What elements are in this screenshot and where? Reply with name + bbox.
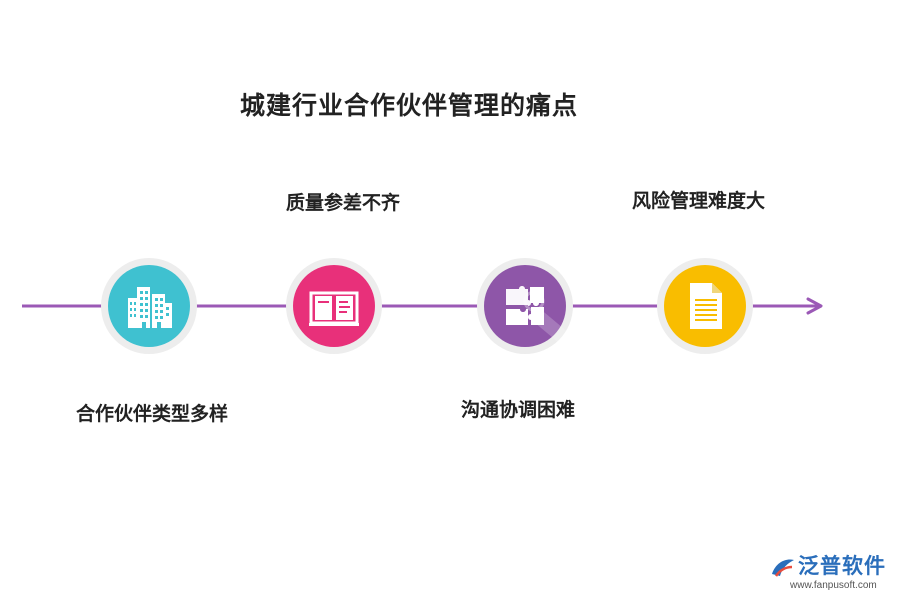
open-book-icon bbox=[309, 291, 359, 326]
item-label-3: 沟通协调困难 bbox=[461, 399, 576, 421]
fanpu-logo-icon bbox=[772, 559, 794, 577]
arrow-head-icon bbox=[806, 297, 823, 315]
node-2 bbox=[286, 258, 382, 354]
node-2-circle bbox=[293, 265, 375, 347]
node-4-circle bbox=[664, 265, 746, 347]
item-label-2: 质量参差不齐 bbox=[286, 192, 401, 214]
brand-logo: 泛普软件 www.fanpusoft.com bbox=[768, 548, 896, 596]
node-3 bbox=[477, 258, 573, 354]
node-3-circle bbox=[484, 265, 566, 347]
brand-url: www.fanpusoft.com bbox=[790, 580, 877, 591]
page-title: 城建行业合作伙伴管理的痛点 bbox=[240, 91, 579, 120]
node-4 bbox=[657, 258, 753, 354]
node-1-circle bbox=[108, 265, 190, 347]
node-1 bbox=[101, 258, 197, 354]
puzzle-icon bbox=[506, 286, 544, 325]
buildings-icon bbox=[128, 287, 172, 328]
item-label-4: 风险管理难度大 bbox=[632, 190, 766, 212]
document-icon bbox=[690, 283, 722, 329]
brand-name: 泛普软件 bbox=[798, 554, 886, 578]
item-label-1: 合作伙伴类型多样 bbox=[76, 403, 229, 425]
